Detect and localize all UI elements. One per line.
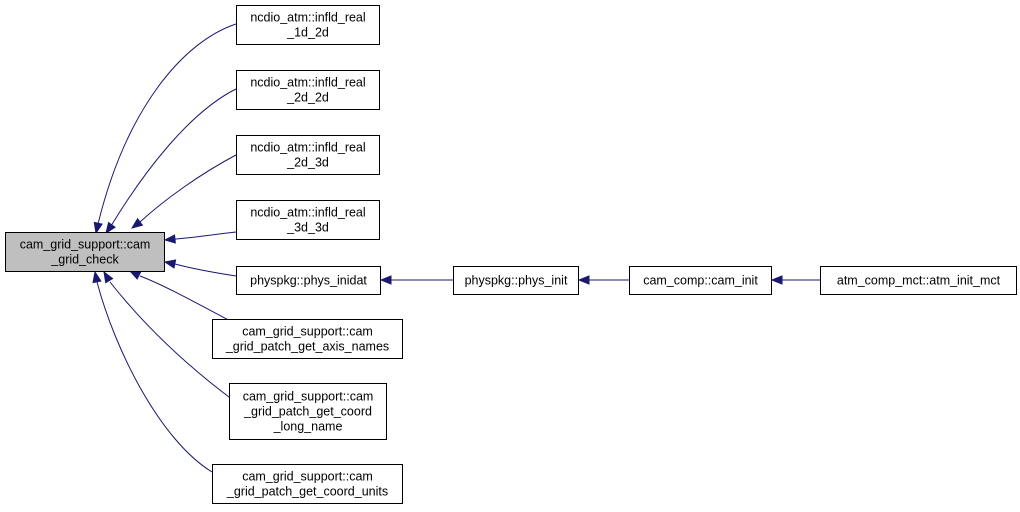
edge-line bbox=[110, 88, 237, 227]
node-infld_real_2d_2d[interactable]: ncdio_atm::infld_real_2d_2d bbox=[236, 70, 380, 110]
node-infld_real_2d_3d[interactable]: ncdio_atm::infld_real_2d_3d bbox=[236, 135, 380, 175]
node-phys_inidat[interactable]: physpkg::phys_inidat bbox=[236, 266, 381, 295]
edge-infld_real_1d_2d-to-cam_grid_check bbox=[93, 23, 237, 235]
node-infld_real_3d_3d[interactable]: ncdio_atm::infld_real_3d_3d bbox=[236, 200, 380, 240]
node-label-line: ncdio_atm::infld_real bbox=[250, 76, 365, 90]
node-atm_init_mct[interactable]: atm_comp_mct::atm_init_mct bbox=[820, 266, 1017, 295]
arrowhead bbox=[379, 275, 392, 285]
arrowhead bbox=[577, 275, 590, 285]
arrowhead bbox=[103, 270, 114, 284]
node-label-line: _grid_patch_get_coord_units bbox=[226, 485, 388, 499]
node-label-line: ncdio_atm::infld_real bbox=[250, 11, 365, 25]
edge-phys_init-to-phys_inidat bbox=[379, 275, 453, 285]
node-get_coord_units[interactable]: cam_grid_support::cam_grid_patch_get_coo… bbox=[212, 464, 403, 504]
node-label-line: _long_name bbox=[273, 420, 343, 434]
node-label-line: ncdio_atm::infld_real bbox=[250, 206, 365, 220]
node-box bbox=[236, 70, 380, 110]
node-box bbox=[453, 266, 579, 295]
edge-phys_inidat-to-cam_grid_check bbox=[163, 259, 237, 277]
arrowhead bbox=[93, 221, 103, 235]
edge-atm_init_mct-to-cam_init bbox=[770, 275, 820, 285]
node-label-line: _3d_3d bbox=[286, 221, 329, 235]
node-cam_init[interactable]: cam_comp::cam_init bbox=[629, 266, 772, 295]
edge-line bbox=[109, 281, 230, 398]
arrowhead bbox=[770, 275, 783, 285]
edges-layer bbox=[92, 23, 820, 473]
node-box bbox=[212, 319, 403, 359]
node-box bbox=[236, 5, 380, 45]
node-box bbox=[229, 383, 387, 440]
node-get_axis_names[interactable]: cam_grid_support::cam_grid_patch_get_axi… bbox=[212, 319, 403, 359]
node-box bbox=[820, 266, 1017, 295]
node-box bbox=[236, 266, 381, 295]
edge-line bbox=[139, 275, 237, 325]
node-infld_real_1d_2d[interactable]: ncdio_atm::infld_real_1d_2d bbox=[236, 5, 380, 45]
node-label-line: _grid_check bbox=[50, 253, 119, 267]
node-cam_grid_check[interactable]: cam_grid_support::cam_grid_check bbox=[5, 232, 165, 272]
edge-get_coord_units-to-cam_grid_check bbox=[92, 270, 213, 473]
arrowhead bbox=[163, 259, 177, 269]
nodes-layer: cam_grid_support::cam_grid_checkncdio_at… bbox=[5, 5, 1017, 504]
node-box bbox=[236, 200, 380, 240]
node-label-line: cam_comp::cam_init bbox=[643, 274, 758, 288]
node-label-line: _grid_patch_get_axis_names bbox=[225, 340, 389, 354]
arrowhead bbox=[163, 234, 176, 244]
edge-line bbox=[96, 281, 213, 473]
node-label-line: cam_grid_support::cam bbox=[20, 238, 151, 252]
node-box bbox=[5, 232, 165, 272]
node-label-line: atm_comp_mct::atm_init_mct bbox=[837, 274, 1001, 288]
arrowhead bbox=[105, 221, 116, 235]
edge-cam_init-to-phys_init bbox=[577, 275, 629, 285]
edge-line bbox=[174, 263, 237, 277]
node-label-line: _1d_2d bbox=[286, 26, 329, 40]
node-label-line: cam_grid_support::cam bbox=[242, 470, 373, 484]
node-label-line: cam_grid_support::cam bbox=[243, 390, 374, 404]
node-label-line: physpkg::phys_init bbox=[465, 274, 568, 288]
edge-line bbox=[174, 231, 237, 240]
node-box bbox=[236, 135, 380, 175]
node-label-line: ncdio_atm::infld_real bbox=[250, 141, 365, 155]
node-box bbox=[212, 464, 403, 504]
edge-infld_real_2d_3d-to-cam_grid_check bbox=[130, 154, 237, 229]
node-label-line: cam_grid_support::cam bbox=[242, 325, 373, 339]
edge-infld_real_3d_3d-to-cam_grid_check bbox=[163, 231, 237, 244]
node-box bbox=[629, 266, 772, 295]
node-label-line: _grid_patch_get_coord bbox=[243, 405, 372, 419]
node-phys_init[interactable]: physpkg::phys_init bbox=[453, 266, 579, 295]
arrowhead bbox=[92, 270, 102, 284]
edge-line bbox=[97, 23, 237, 225]
node-label-line: _2d_3d bbox=[286, 156, 329, 170]
arrowhead bbox=[128, 270, 142, 280]
node-label-line: _2d_2d bbox=[286, 91, 329, 105]
node-get_coord_long_name[interactable]: cam_grid_support::cam_grid_patch_get_coo… bbox=[229, 383, 387, 440]
edge-get_axis_names-to-cam_grid_check bbox=[128, 270, 237, 325]
edge-get_coord_long_name-to-cam_grid_check bbox=[103, 270, 230, 398]
node-label-line: physpkg::phys_inidat bbox=[250, 274, 367, 288]
edge-infld_real_2d_2d-to-cam_grid_check bbox=[105, 88, 237, 235]
arrowhead bbox=[130, 217, 144, 229]
edge-line bbox=[139, 154, 237, 223]
